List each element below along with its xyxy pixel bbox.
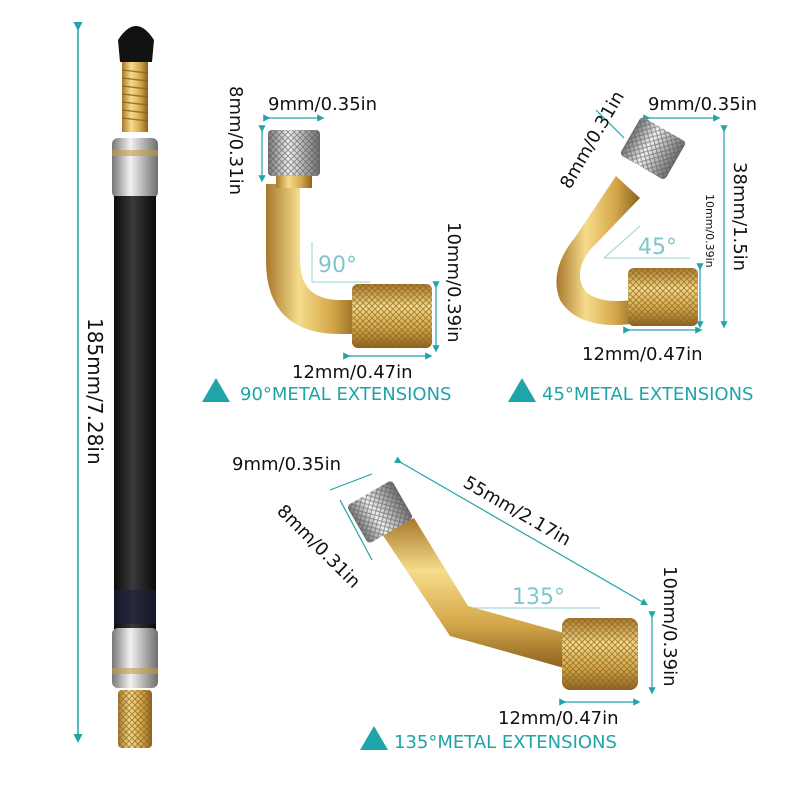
hose-length-label: 185mm/7.28in — [83, 318, 107, 465]
ext90-top-width: 9mm/0.35in — [268, 94, 377, 115]
ext90-caption-triangle — [202, 378, 230, 402]
ext135-length: 55mm/2.17in — [460, 472, 575, 550]
ext135-nut-width: 12mm/0.47in — [498, 708, 619, 729]
ext90-caption: 90°METAL EXTENSIONS — [240, 384, 451, 405]
ext45-total-height: 38mm/1.5in — [729, 162, 750, 271]
ext45-top-width: 9mm/0.35in — [648, 94, 757, 115]
ext45-elbow — [556, 176, 640, 325]
ext135-nut-height: 10mm/0.39in — [659, 566, 680, 687]
ext90-angle-label: 90° — [318, 253, 357, 278]
ext45-caption-triangle — [508, 378, 536, 402]
hose-extension: 185mm/7.28in — [73, 22, 158, 748]
ext45-nut-height: 10mm/0.39in — [703, 194, 716, 268]
ext90-nut-height: 10mm/0.39in — [443, 222, 464, 343]
hose-top-ferrule — [112, 138, 158, 198]
ext45-top-height: 8mm/0.31in — [556, 88, 629, 193]
hose-bottom-ferrule — [112, 628, 158, 688]
extension-45: 8mm/0.31in 9mm/0.35in 38mm/1.5in 10mm/0.… — [508, 88, 757, 405]
ext45-nut-width: 12mm/0.47in — [582, 344, 703, 365]
ext135-top-width: 9mm/0.35in — [232, 454, 341, 475]
ext135-angle-label: 135° — [512, 585, 565, 610]
valve-cap — [118, 26, 154, 62]
ext45-angle-label: 45° — [638, 235, 677, 260]
ext90-elbow — [266, 184, 360, 334]
extension-135: 9mm/0.35in 8mm/0.31in 55mm/2.17in 135° 1… — [232, 454, 680, 753]
ext135-body — [382, 518, 568, 668]
ext135-caption-triangle — [360, 726, 388, 750]
ext45-caption: 45°METAL EXTENSIONS — [542, 384, 753, 405]
extension-90: 9mm/0.35in 8mm/0.31in 90° 10mm/0.39in 12… — [202, 86, 464, 405]
ext135-caption: 135°METAL EXTENSIONS — [394, 732, 617, 753]
hose-body — [114, 196, 156, 632]
ext135-top-height: 8mm/0.31in — [272, 501, 364, 593]
ext90-nut-width: 12mm/0.47in — [292, 362, 413, 383]
ext90-top-height: 8mm/0.31in — [225, 86, 246, 195]
